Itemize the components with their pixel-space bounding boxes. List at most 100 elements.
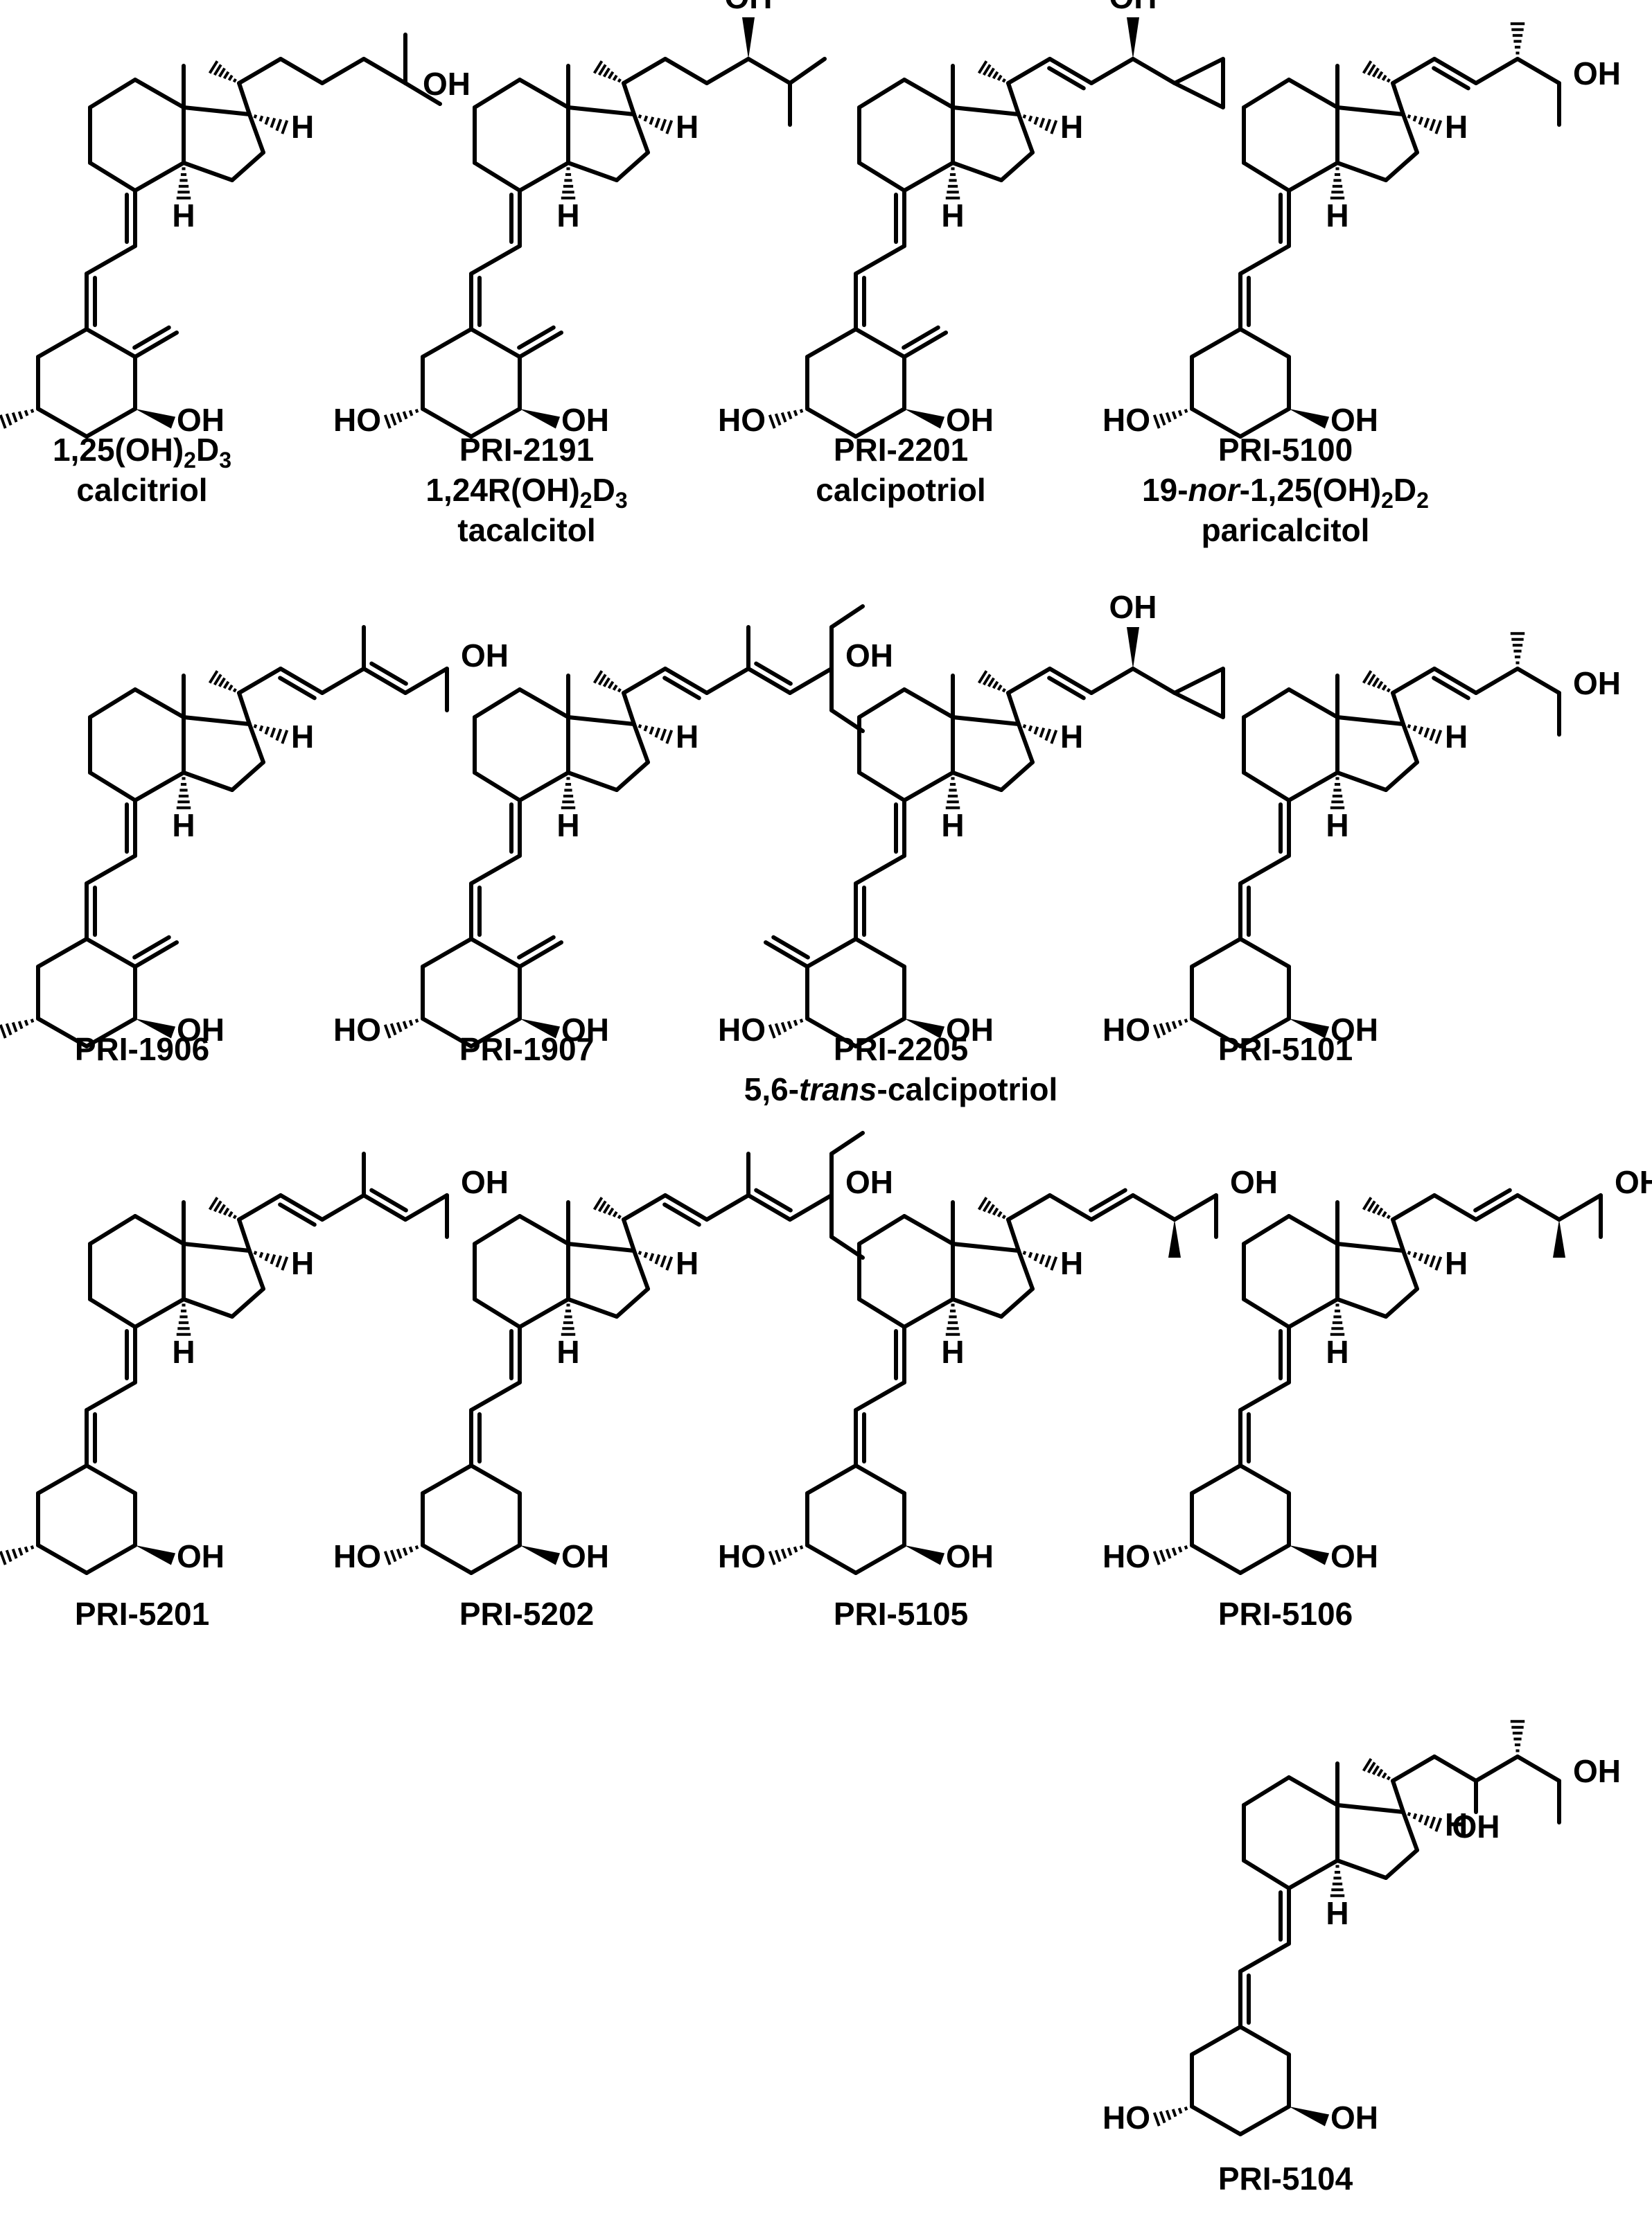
bond: [854, 327, 906, 359]
bond: [1242, 1214, 1291, 1246]
bond: [951, 1242, 1021, 1253]
bond: [951, 161, 1003, 182]
bond: [632, 722, 650, 764]
oh-atom-c1: OH: [1330, 1538, 1378, 1574]
hash-bond-stripe: [799, 409, 804, 414]
hash-bond-stripe: [643, 725, 649, 732]
compound-label-c12-line-1: PRI-5106: [1218, 1596, 1353, 1632]
bond: [1335, 1803, 1405, 1814]
hash-bond-stripe: [227, 74, 234, 81]
bond: [857, 687, 906, 719]
bond: [518, 687, 570, 719]
bond: [902, 1297, 955, 1329]
hash-bond-stripe: [1152, 1551, 1161, 1565]
bond: [85, 327, 137, 359]
bond: [403, 667, 449, 695]
bond: [1242, 78, 1291, 109]
bond: [133, 331, 179, 359]
bond: [999, 150, 1035, 182]
wedge-bond: [1289, 2107, 1330, 2127]
double-bond-line: [902, 325, 940, 350]
h-atom-c14: H: [172, 807, 195, 843]
h-atom-c14: H: [1326, 807, 1348, 843]
hash-bond-stripe: [1423, 727, 1430, 738]
bond: [85, 937, 137, 969]
hash-bond-stripe: [787, 1021, 793, 1030]
wedge-bond: [520, 409, 561, 429]
bond: [1432, 667, 1478, 695]
hash-bond-stripe: [389, 1023, 397, 1036]
hash-bond-stripe: [1171, 1021, 1177, 1030]
hash-bond-stripe: [1177, 1546, 1183, 1553]
double-bond-line: [1047, 676, 1086, 701]
bond: [230, 1287, 265, 1319]
oh-atom-side-chain: OH: [845, 1164, 893, 1200]
hash-bond-stripe: [1423, 1254, 1430, 1265]
bond: [1238, 407, 1291, 439]
hash-bond-stripe: [275, 118, 283, 132]
bond: [902, 1214, 955, 1246]
bond: [999, 760, 1035, 792]
bond: [1474, 1193, 1520, 1222]
hash-bond-stripe: [654, 117, 661, 128]
bond: [805, 327, 858, 359]
bond: [518, 1214, 570, 1246]
hash-bond-stripe: [992, 680, 999, 689]
bond: [902, 161, 955, 193]
oh-atom-side-chain: OH: [1573, 1753, 1621, 1789]
hash-bond-stripe: [30, 1545, 35, 1550]
hash-bond-stripe: [1171, 1547, 1177, 1556]
bond: [1287, 1214, 1339, 1246]
bond: [1391, 81, 1405, 116]
hash-bond-stripe: [1050, 1256, 1058, 1271]
hash-bond-stripe: [11, 1548, 18, 1559]
compound-label-c3-line-2: calcipotriol: [816, 472, 985, 508]
bond: [1172, 1193, 1218, 1222]
wedge-bond: [904, 409, 945, 429]
ho-atom-c3: HO: [333, 1012, 381, 1048]
bond: [1474, 1755, 1520, 1783]
double-bond-line: [1473, 1188, 1512, 1213]
bond: [1190, 2104, 1242, 2136]
bond: [237, 1217, 252, 1253]
bond: [622, 81, 636, 116]
bond: [469, 407, 522, 439]
ho-atom-c3: HO: [1102, 1538, 1150, 1574]
hash-bond-stripe: [1407, 724, 1412, 729]
bond: [805, 1463, 858, 1495]
ho-atom-c3: HO: [718, 402, 766, 438]
bond: [632, 1249, 650, 1291]
bond: [1238, 327, 1291, 359]
hash-bond-stripe: [402, 411, 408, 420]
hash-bond-stripe: [222, 1207, 230, 1216]
wedge-bond: [1127, 17, 1139, 59]
hash-bond-stripe: [30, 1019, 35, 1023]
bond: [1557, 1193, 1603, 1222]
bond: [705, 667, 750, 695]
hash-bond-stripe: [24, 410, 29, 416]
bond: [133, 78, 186, 109]
bond: [902, 771, 955, 802]
ho-atom-c3: HO: [718, 1538, 766, 1574]
hash-bond-stripe: [617, 1214, 622, 1220]
bond: [615, 1287, 650, 1319]
oh-atom-c1: OH: [1330, 2100, 1378, 2136]
bond: [951, 105, 1021, 116]
h-atom-c17: H: [676, 1245, 698, 1281]
bond: [133, 940, 179, 969]
compound-label-c4-line-1: PRI-5100: [1218, 432, 1353, 468]
double-bond-line: [754, 1188, 793, 1213]
hash-bond-stripe: [1429, 1816, 1436, 1829]
hash-bond-stripe: [1039, 727, 1046, 738]
hash-bond-stripe: [1184, 1545, 1188, 1550]
bond: [237, 691, 252, 726]
bond: [133, 1297, 186, 1329]
oh-atom-side-chain: OH: [1615, 1164, 1652, 1200]
bond: [1391, 1779, 1405, 1814]
hash-bond-stripe: [1022, 724, 1027, 729]
bond: [133, 771, 186, 802]
bond: [1190, 2025, 1242, 2057]
bond: [1515, 1755, 1561, 1783]
